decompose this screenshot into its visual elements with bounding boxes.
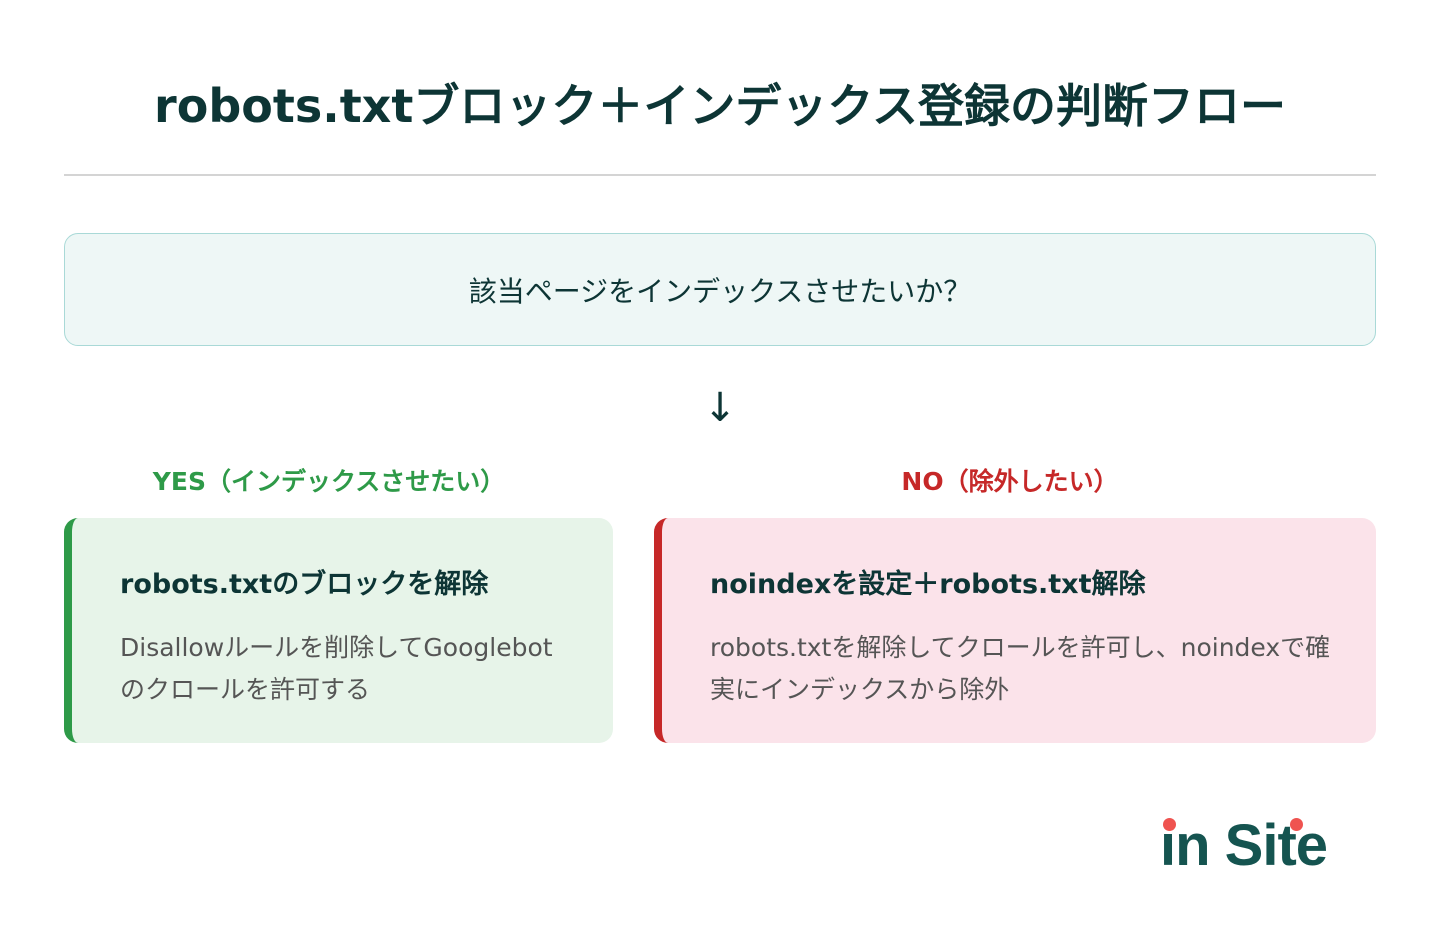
- insite-logo: in Site: [1160, 812, 1328, 879]
- no-card: noindexを設定＋robots.txt解除 robots.txtを解除してク…: [654, 518, 1376, 743]
- question-text: 該当ページをインデックスさせたいか？: [468, 274, 972, 308]
- down-arrow-icon: ↓: [703, 385, 737, 431]
- yes-card: robots.txtのブロックを解除 Disallowルールを削除してGoogl…: [64, 518, 613, 743]
- logo-dot-site-icon: [1290, 818, 1303, 831]
- logo-dot-i-icon: [1163, 818, 1176, 831]
- yes-branch-label: YES（インデックスさせたい）: [152, 467, 506, 496]
- no-card-body: robots.txtを解除してクロールを許可し、noindexで確実にインデック…: [710, 633, 1331, 704]
- no-card-title: noindexを設定＋robots.txt解除: [710, 569, 1146, 600]
- question-box: 該当ページをインデックスさせたいか？: [64, 233, 1376, 346]
- no-branch-label: NO（除外したい）: [901, 467, 1119, 496]
- page-title: robots.txtブロック＋インデックス登録の判断フロー: [154, 79, 1286, 133]
- yes-card-title: robots.txtのブロックを解除: [120, 569, 489, 600]
- divider: [64, 174, 1376, 176]
- yes-card-body: Disallowルールを削除してGooglebotのクロールを許可する: [120, 633, 553, 704]
